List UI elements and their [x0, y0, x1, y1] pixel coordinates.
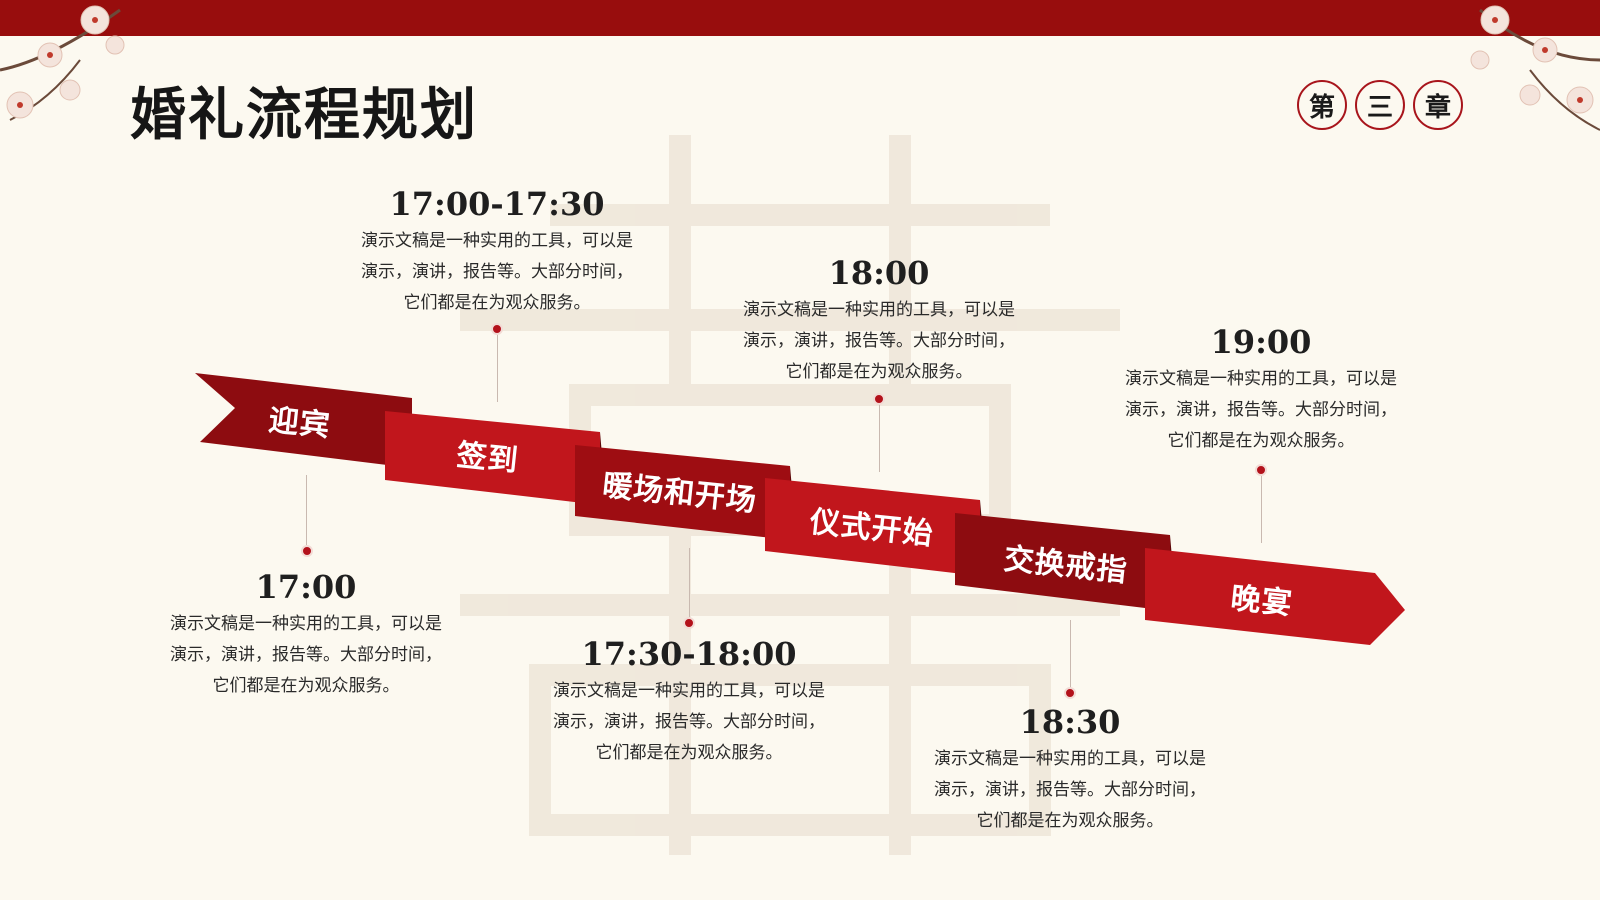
ribbon-segment-1	[195, 373, 412, 468]
connector-line	[879, 400, 880, 472]
timeline-dot	[873, 393, 885, 405]
event-description: 演示文稿是一种实用的工具，可以是演示，演讲，报告等。大部分时间，它们都是在为观众…	[553, 681, 825, 763]
ribbon-segment-6	[1145, 548, 1405, 645]
event-card: 18:30 演示文稿是一种实用的工具，可以是演示，演讲，报告等。大部分时间，它们…	[920, 702, 1220, 837]
connector-line	[306, 475, 307, 550]
timeline-dot	[301, 545, 313, 557]
ribbon-label-welcome: 迎宾	[266, 402, 333, 445]
ribbon-segment-3	[575, 445, 790, 540]
event-time: 18:30	[1019, 703, 1121, 741]
event-card: 18:00 演示文稿是一种实用的工具，可以是演示，演讲，报告等。大部分时间，它们…	[729, 253, 1029, 388]
blossom-branch-right	[1470, 5, 1600, 131]
event-description: 演示文稿是一种实用的工具，可以是演示，演讲，报告等。大部分时间，它们都是在为观众…	[170, 614, 442, 696]
ribbon-label-checkin: 签到	[454, 437, 521, 480]
timeline-dot	[1255, 464, 1267, 476]
chapter-char: 章	[1413, 80, 1463, 130]
page-title: 婚礼流程规划	[130, 82, 478, 148]
event-card: 17:00 演示文稿是一种实用的工具，可以是演示，演讲，报告等。大部分时间，它们…	[156, 567, 456, 702]
double-happiness-watermark	[460, 135, 1120, 855]
event-description: 演示文稿是一种实用的工具，可以是演示，演讲，报告等。大部分时间，它们都是在为观众…	[361, 231, 633, 313]
event-description: 演示文稿是一种实用的工具，可以是演示，演讲，报告等。大部分时间，它们都是在为观众…	[1125, 369, 1397, 451]
event-time: 17:30-18:00	[581, 635, 797, 673]
chapter-char: 三	[1355, 80, 1405, 130]
event-time: 17:00	[255, 568, 357, 606]
chapter-char: 第	[1297, 80, 1347, 130]
event-time: 18:00	[828, 254, 930, 292]
event-time: 17:00-17:30	[389, 185, 605, 223]
event-card: 17:30-18:00 演示文稿是一种实用的工具，可以是演示，演讲，报告等。大部…	[539, 634, 839, 769]
timeline-dot	[1064, 687, 1076, 699]
top-accent-bar	[0, 0, 1600, 36]
connector-line	[497, 330, 498, 402]
timeline-dot	[491, 323, 503, 335]
event-description: 演示文稿是一种实用的工具，可以是演示，演讲，报告等。大部分时间，它们都是在为观众…	[934, 749, 1206, 831]
ribbon-segment-5	[955, 513, 1170, 611]
event-time: 19:00	[1210, 323, 1312, 361]
connector-line	[1261, 471, 1262, 543]
ribbon-segment-2	[385, 411, 600, 505]
timeline-dot	[683, 617, 695, 629]
blossom-branch-left	[0, 5, 125, 121]
chapter-badge: 第 三 章	[1297, 80, 1467, 132]
ribbon-segment-4	[765, 478, 980, 576]
connector-line	[689, 548, 690, 622]
event-card: 19:00 演示文稿是一种实用的工具，可以是演示，演讲，报告等。大部分时间，它们…	[1111, 322, 1411, 457]
event-card: 17:00-17:30 演示文稿是一种实用的工具，可以是演示，演讲，报告等。大部…	[347, 184, 647, 319]
ribbon-label-banquet: 晚宴	[1228, 580, 1295, 623]
connector-line	[1070, 620, 1071, 692]
event-description: 演示文稿是一种实用的工具，可以是演示，演讲，报告等。大部分时间，它们都是在为观众…	[743, 300, 1015, 382]
